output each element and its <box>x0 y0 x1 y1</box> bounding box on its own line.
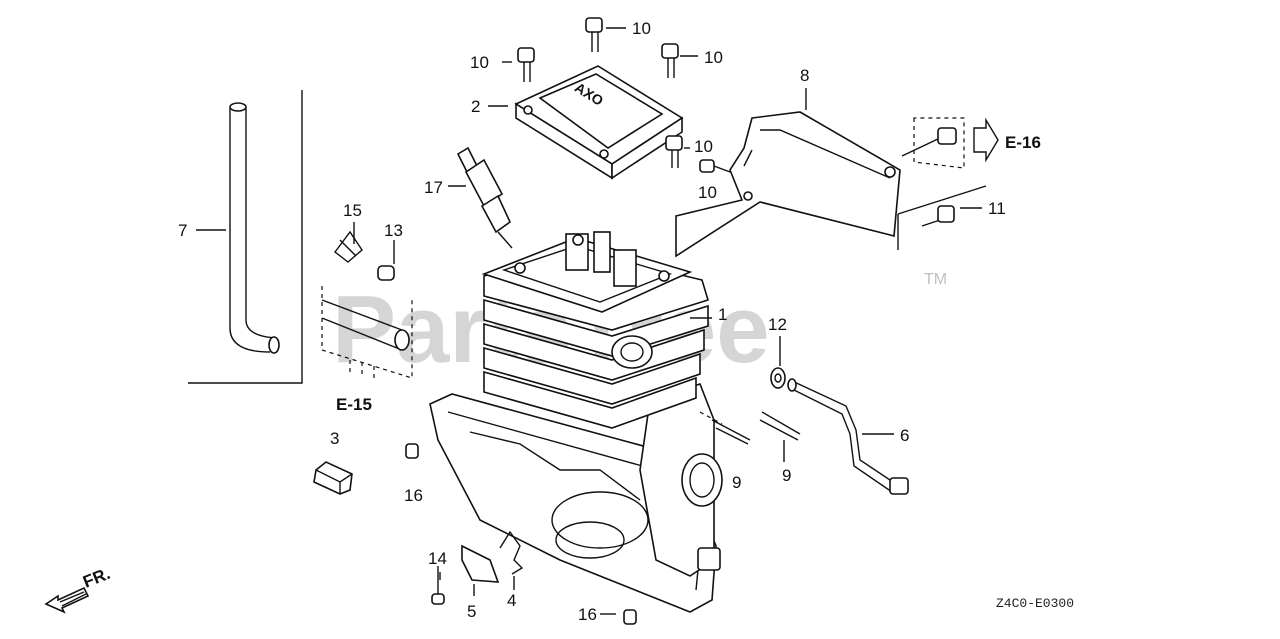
diagram-code: Z4C0-E0300 <box>996 596 1074 611</box>
callout-9-right[interactable]: 9 <box>782 466 791 485</box>
callout-5[interactable]: 5 <box>467 602 476 621</box>
callout-10-right[interactable]: 10 <box>704 48 723 67</box>
callout-17[interactable]: 17 <box>424 178 443 197</box>
valve-cover-part-2[interactable]: AXO <box>514 65 684 180</box>
stud-part-9-right[interactable] <box>759 411 801 441</box>
callout-13[interactable]: 13 <box>384 221 403 240</box>
callout-10-top[interactable]: 10 <box>632 19 651 38</box>
callout-16-lower[interactable]: 16 <box>578 605 597 624</box>
callout-10-bracket[interactable]: 10 <box>698 183 717 202</box>
trademark-text: TM <box>924 271 947 288</box>
callout-3[interactable]: 3 <box>330 429 339 448</box>
clip-part-4[interactable] <box>499 530 524 575</box>
callout-7[interactable]: 7 <box>178 221 187 240</box>
bolt-part-10-lower[interactable] <box>665 135 683 168</box>
callout-4[interactable]: 4 <box>507 591 516 610</box>
cylinder-block-part-1[interactable] <box>429 231 723 613</box>
washer-part-12[interactable] <box>770 367 786 389</box>
cylinder-shroud-part-8[interactable] <box>675 111 901 258</box>
callout-12[interactable]: 12 <box>768 315 787 334</box>
front-direction-arrow: FR. <box>44 564 113 614</box>
callout-15[interactable]: 15 <box>343 201 362 220</box>
bolt-part-10-left[interactable] <box>517 47 535 82</box>
callout-9-left[interactable]: 9 <box>732 473 741 492</box>
spark-plug-part-17[interactable] <box>456 146 513 249</box>
dowel-part-13[interactable] <box>377 265 395 281</box>
screw-part-14[interactable] <box>431 566 445 605</box>
front-label: FR. <box>80 564 113 592</box>
block-part-3[interactable] <box>313 461 353 495</box>
callout-8[interactable]: 8 <box>800 66 809 85</box>
callout-10-left[interactable]: 10 <box>470 53 489 72</box>
bolt-part-10-bracket[interactable] <box>699 159 731 173</box>
callout-11[interactable]: 11 <box>988 199 1006 218</box>
bolt-part-11[interactable] <box>897 185 987 250</box>
e15-reference-region <box>321 286 413 380</box>
callout-2[interactable]: 2 <box>471 97 480 116</box>
callout-1[interactable]: 1 <box>718 305 727 324</box>
bolt-part-10-top[interactable] <box>585 17 603 52</box>
breather-tube-part-7[interactable] <box>188 90 303 384</box>
callout-14[interactable]: 14 <box>428 549 447 568</box>
dowel-part-16-lower[interactable] <box>623 609 637 625</box>
control-rod-part-6[interactable] <box>787 378 909 495</box>
plate-part-5[interactable] <box>461 544 500 583</box>
leader-lines <box>196 27 982 615</box>
callout-10-lower[interactable]: 10 <box>694 137 713 156</box>
clip-part-15[interactable] <box>334 230 363 263</box>
dowel-part-16-upper[interactable] <box>405 443 419 459</box>
ref-e15[interactable]: E-15 <box>336 395 372 414</box>
bolt-part-10-right[interactable] <box>661 43 679 78</box>
e16-reference-region <box>901 117 999 169</box>
stud-part-9-left[interactable] <box>699 411 751 445</box>
ref-e16[interactable]: E-16 <box>1005 133 1041 152</box>
callout-16-upper[interactable]: 16 <box>404 486 423 505</box>
callout-6[interactable]: 6 <box>900 426 909 445</box>
